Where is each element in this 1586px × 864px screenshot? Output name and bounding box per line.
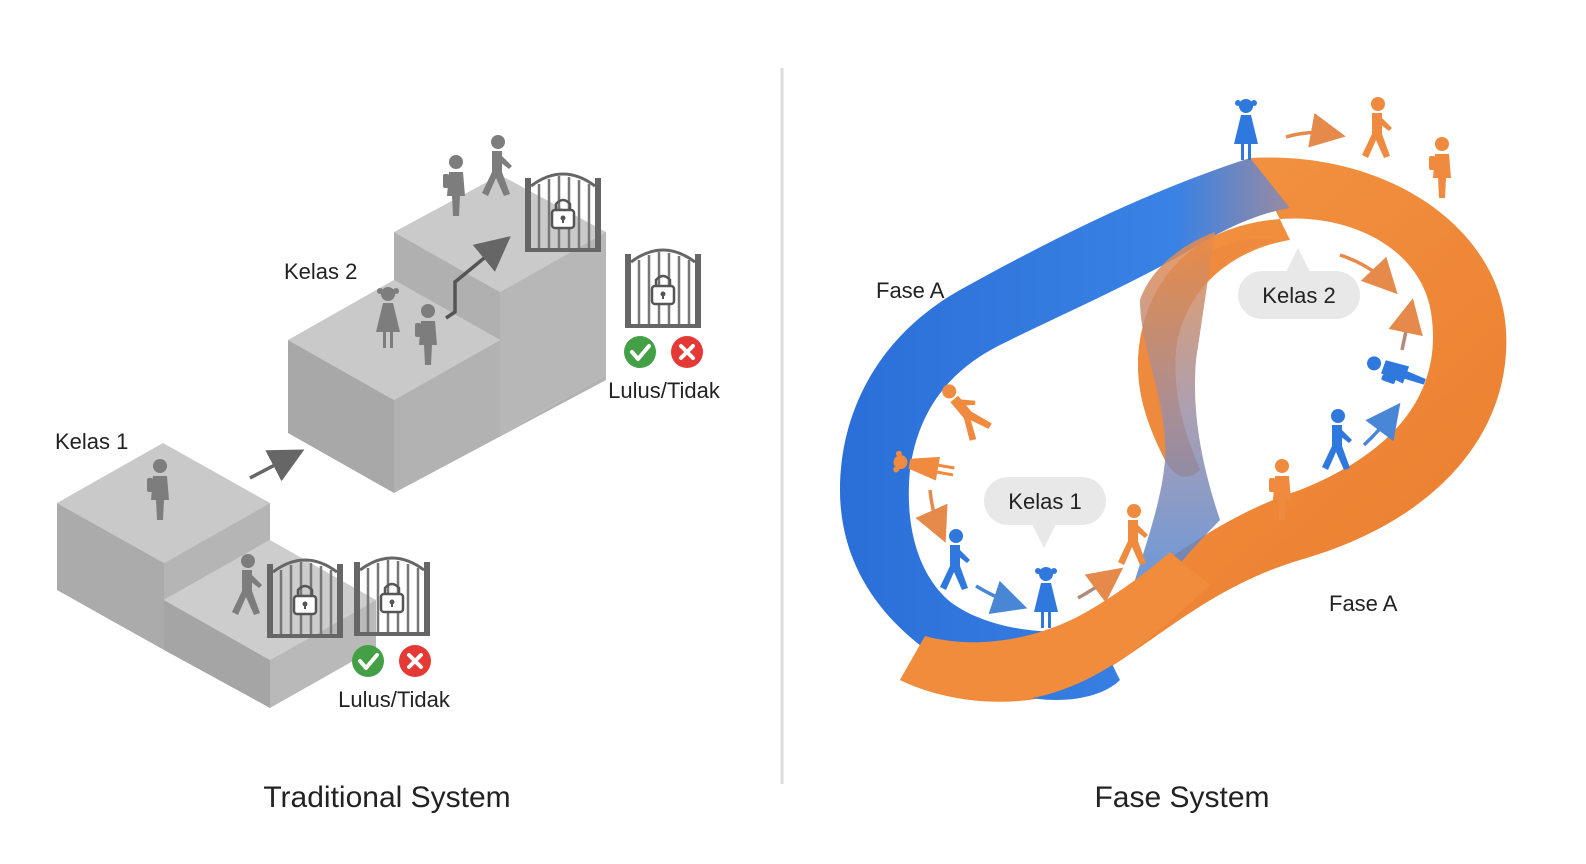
student-icon — [1362, 97, 1392, 158]
arrow-icon — [915, 489, 948, 543]
step-block-kelas-1 — [57, 443, 376, 708]
padlock-gate-icon — [623, 248, 703, 330]
gate2-result: Lulus/Tidak — [608, 378, 721, 403]
arrow-icon — [1077, 567, 1124, 603]
step1-label: Kelas 1 — [55, 429, 128, 454]
traditional-system: Kelas 1 Kelas 2 Lulus/Tidak Lulus/Tidak … — [55, 135, 721, 814]
arrow-icon — [1388, 298, 1423, 351]
crossing-band — [1120, 232, 1220, 640]
arrow-icon — [975, 580, 1028, 614]
bubble2-label: Kelas 2 — [1262, 283, 1335, 308]
arrow-icon — [1339, 253, 1398, 295]
traditional-caption: Traditional System — [263, 781, 510, 814]
student-icon — [1234, 99, 1258, 160]
phase-label-bottom: Fase A — [1329, 591, 1398, 616]
kelas-2-bubble: Kelas 2 — [1238, 248, 1360, 319]
student-icon — [1363, 352, 1428, 395]
student-icon — [1322, 409, 1352, 470]
phase-label-top: Fase A — [876, 278, 945, 303]
student-icon — [940, 529, 970, 590]
arrow-icon — [1362, 402, 1401, 447]
flow-arrows — [915, 113, 1423, 614]
cross-icon — [397, 643, 433, 679]
check-icon — [350, 643, 386, 679]
kelas-1-bubble: Kelas 1 — [984, 477, 1106, 548]
gate1-result: Lulus/Tidak — [338, 687, 451, 712]
fase-system: Kelas 1 Kelas 2 — [840, 97, 1507, 814]
cross-icon — [669, 334, 705, 370]
arrow-icon — [445, 236, 511, 320]
arrow-icon — [1285, 113, 1346, 148]
bubble1-label: Kelas 1 — [1008, 489, 1081, 514]
arrow-icon — [249, 449, 305, 482]
step-block-kelas-2 — [288, 175, 606, 493]
check-icon — [622, 334, 658, 370]
student-icon — [1429, 137, 1451, 198]
step2-label: Kelas 2 — [284, 259, 357, 284]
fase-caption: Fase System — [1094, 781, 1269, 814]
student-icon — [1034, 567, 1058, 628]
blue-phase-band — [840, 158, 1290, 701]
